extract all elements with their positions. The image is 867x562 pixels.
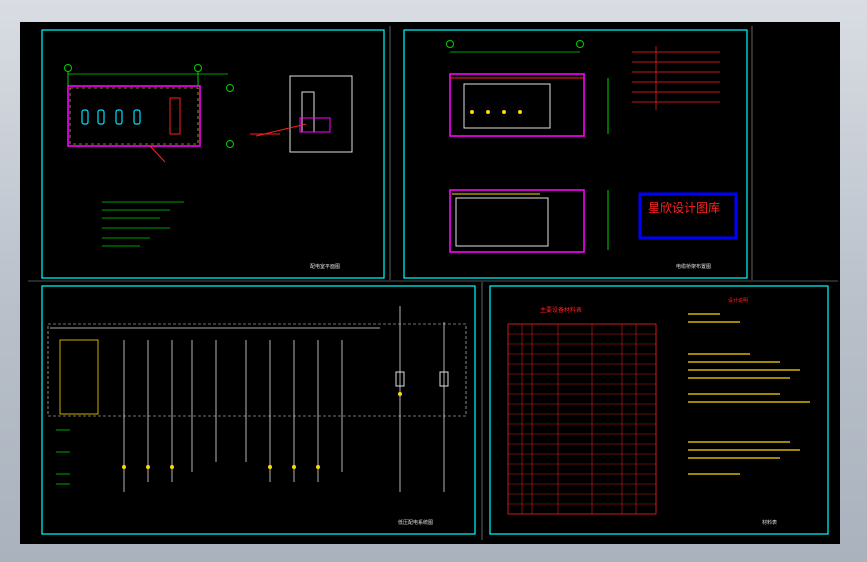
cable-tray-drawing — [446, 40, 738, 253]
materials-table-drawing — [507, 313, 810, 515]
system-diagram-drawing — [47, 306, 467, 492]
frame-bottom-right[interactable] — [489, 285, 829, 535]
watermark-title: 星欣设计图库 — [648, 200, 720, 215]
frame-top-left[interactable] — [41, 29, 385, 279]
drawing-canvas: 配电室平面图 星欣设计图库 电缆桥架布置图 — [20, 22, 840, 544]
frame-top-right[interactable] — [403, 29, 748, 279]
caption-sheet-2: 电缆桥架布置图 — [676, 263, 711, 270]
frame-bottom-left[interactable] — [41, 285, 476, 535]
caption-sheet-4: 材料表 — [762, 519, 777, 526]
floor-plan-drawing — [64, 64, 353, 247]
notes-title: 设计说明 — [728, 297, 748, 304]
materials-table-title: 主要设备材料表 — [540, 306, 582, 314]
caption-sheet-3: 低压配电系统图 — [398, 519, 433, 526]
watermark-stamp — [638, 192, 738, 240]
caption-sheet-1: 配电室平面图 — [310, 263, 340, 270]
sheet-frames — [28, 26, 838, 540]
